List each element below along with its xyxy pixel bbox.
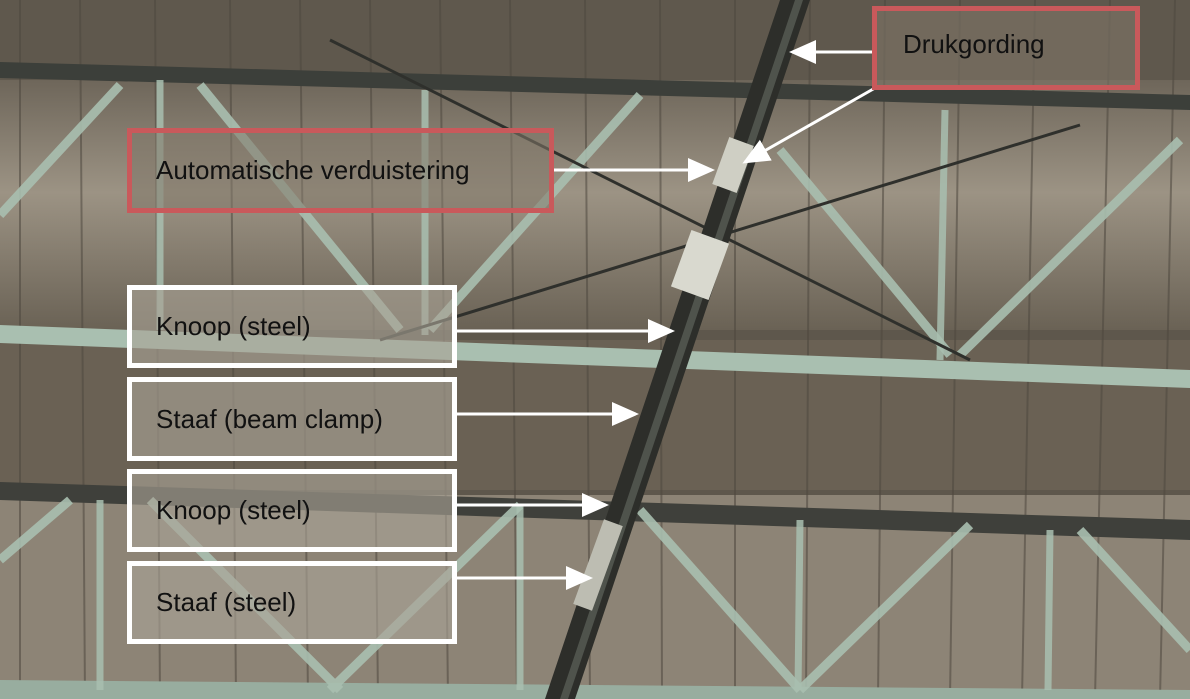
node-bracket: [670, 229, 730, 301]
arrow-drukgording-2: [742, 86, 876, 164]
label-automatische-verduistering: Automatische verduistering: [127, 128, 554, 213]
label-knoop-steel-2: Knoop (steel): [127, 469, 457, 552]
compression-purlin: [545, 0, 810, 699]
label-staaf-steel: Staaf (steel): [127, 561, 457, 644]
label-drukgording: Drukgording: [872, 6, 1140, 90]
callout-arrows: [456, 40, 876, 590]
label-knoop-steel-1: Knoop (steel): [127, 285, 457, 368]
label-staaf-beam-clamp: Staaf (beam clamp): [127, 377, 457, 461]
